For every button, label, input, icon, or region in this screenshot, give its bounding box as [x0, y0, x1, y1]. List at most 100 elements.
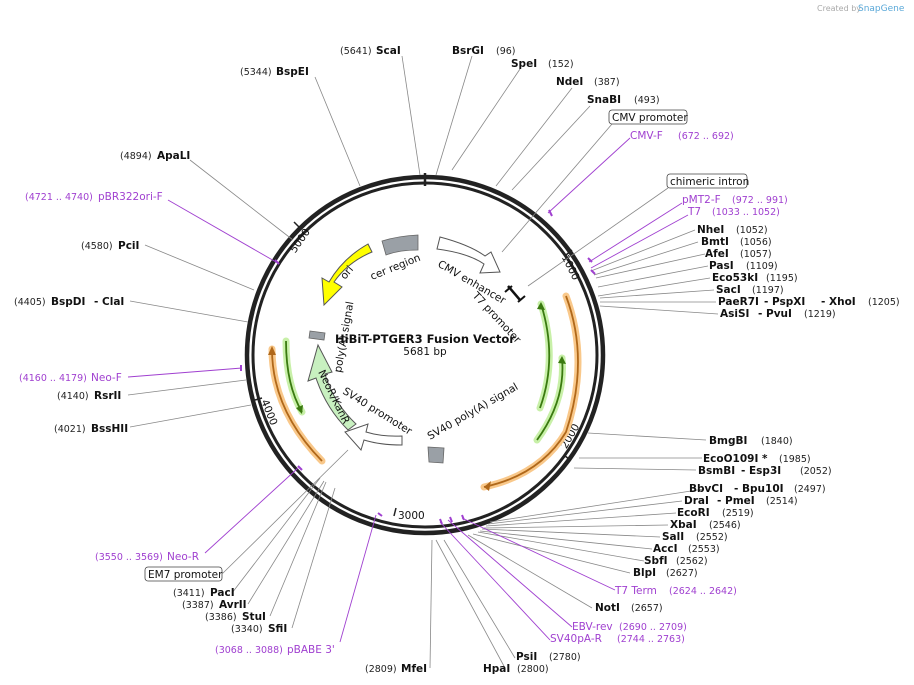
orf-left-line — [271, 348, 323, 462]
site-hpai-pos: (2800) — [517, 664, 549, 675]
credit-created-by: Created by — [817, 4, 861, 13]
site-ecori: EcoRI — [677, 507, 710, 519]
primer-pbr322ori-f: pBR322ori-F — [98, 191, 163, 203]
site-pmei: - PmeI — [717, 495, 755, 507]
primer-labels: CMV-F (672 .. 692) pMT2-F (972 .. 991) T… — [19, 130, 788, 656]
site-bsrgi: BsrGI — [452, 45, 484, 57]
primer-markers — [240, 209, 596, 525]
site-snabi: SnaBI — [587, 94, 621, 106]
orf-green-2-line — [536, 357, 564, 441]
site-bsmbi: BsmBI — [698, 465, 735, 477]
site-ndei-pos: (387) — [594, 77, 620, 88]
site-psii: PsiI — [516, 651, 537, 663]
plasmid-length: 5681 bp — [403, 346, 447, 358]
site-afei-pos: (1057) — [740, 249, 772, 260]
site-lines — [127, 55, 719, 669]
site-bspdi-pos: (4405) — [14, 297, 46, 308]
site-xhoi: - XhoI — [821, 296, 856, 308]
primer-cmv-f-range: (672 .. 692) — [678, 131, 734, 142]
polya-left-block — [308, 330, 326, 341]
site-xbai-pos: (2546) — [709, 520, 741, 531]
site-pmei-pos: (2514) — [766, 496, 798, 507]
site-afei: AfeI — [705, 248, 729, 260]
site-sali: SalI — [662, 531, 684, 543]
site-acci: AccI — [653, 543, 677, 555]
site-spei-pos: (152) — [548, 59, 574, 70]
primer-ebv-rev: EBV-rev — [572, 621, 613, 633]
site-spei: SpeI — [511, 58, 537, 70]
site-noti-pos: (2657) — [631, 603, 663, 614]
site-bsrgi-pos: (96) — [496, 46, 516, 57]
primer-pbabe3: pBABE 3' — [287, 644, 335, 656]
site-xbai: XbaI — [670, 519, 697, 531]
primer-neo-f-range: (4160 .. 4179) — [19, 373, 87, 384]
site-acci-pos: (2553) — [688, 544, 720, 555]
site-clai: - ClaI — [94, 296, 124, 308]
primer-neo-r: Neo-R — [167, 551, 199, 563]
primer-sv40pa-r-range: (2744 .. 2763) — [617, 634, 685, 645]
site-blpi: BlpI — [633, 567, 656, 579]
site-saci-pos: (1197) — [752, 285, 784, 296]
feature-arrows — [268, 234, 582, 491]
site-saci: SacI — [716, 284, 741, 296]
site-sfii-pos: (3340) — [231, 624, 263, 635]
site-pcii: PciI — [118, 240, 139, 252]
site-bsshii-pos: (4021) — [54, 424, 86, 435]
site-bpu10i: - Bpu10I — [734, 483, 784, 495]
site-ndei: NdeI — [556, 76, 583, 88]
site-sfii: SfiI — [268, 623, 287, 635]
site-mfei-pos: (2809) — [365, 664, 397, 675]
site-rsrii: RsrII — [94, 390, 121, 402]
site-paci: PacI — [210, 587, 235, 599]
neor-arrow — [307, 343, 357, 431]
site-pspxi: - PspXI — [764, 296, 805, 308]
primer-t7-term-range: (2624 .. 2642) — [669, 586, 737, 597]
site-nhei: NheI — [697, 224, 724, 236]
primer-neo-f: Neo-F — [91, 372, 122, 384]
site-pvui: - PvuI — [758, 308, 792, 320]
boxed-em7-promoter: EM7 promoter — [148, 569, 223, 581]
label-sv40-polya-right: SV40 poly(A) signal — [426, 381, 521, 443]
site-sbfi-pos: (2562) — [676, 556, 708, 567]
primer-sv40pa-r: SV40pA-R — [550, 633, 602, 645]
boxed-labels: CMV promoter chimeric intron EM7 promote… — [144, 109, 749, 582]
site-esp3i: - Esp3I — [741, 465, 781, 477]
site-bbvci: BbvCI — [689, 483, 723, 495]
orf-green-1-line — [539, 303, 551, 409]
site-bmgbi: BmgBI — [709, 435, 747, 447]
orf-right-line — [483, 295, 579, 488]
sv40-promoter-arrow — [344, 423, 403, 452]
primer-lines — [127, 137, 689, 643]
site-stui-pos: (3386) — [205, 612, 237, 623]
primer-pbr322ori-f-range: (4721 .. 4740) — [25, 192, 93, 203]
site-esp3i-pos: (2052) — [800, 466, 832, 477]
site-mfei: MfeI — [401, 663, 427, 675]
site-bspei: BspEI — [276, 66, 309, 78]
site-stui: StuI — [242, 611, 266, 623]
site-pvui-pos: (1219) — [804, 309, 836, 320]
primer-pmt2-f: pMT2-F — [682, 194, 721, 206]
ori-arrow — [321, 243, 373, 307]
plasmid-name: HiBiT-PTGER3 Fusion Vector — [335, 332, 515, 346]
sv40-polya-block — [427, 446, 445, 464]
site-nhei-pos: (1052) — [736, 225, 768, 236]
site-bsshii: BssHII — [91, 423, 128, 435]
site-scai-pos: (5641) — [340, 46, 372, 57]
primer-neo-r-range: (3550 .. 3569) — [95, 552, 163, 563]
site-hpai: HpaI — [483, 663, 510, 675]
site-bmgbi-pos: (1840) — [761, 436, 793, 447]
site-pcii-pos: (4580) — [81, 241, 113, 252]
boxed-chimeric-intron: chimeric intron — [670, 176, 749, 188]
site-snabi-pos: (493) — [634, 95, 660, 106]
cer-region-block — [381, 234, 419, 256]
site-eco53ki-pos: (1195) — [766, 273, 798, 284]
site-sali-pos: (2552) — [696, 532, 728, 543]
site-sbfi: SbfI — [644, 555, 668, 567]
site-rsrii-pos: (4140) — [57, 391, 89, 402]
tick-5000: 5000 — [288, 227, 313, 256]
credit-brand: SnapGene — [858, 4, 905, 14]
site-avrii-pos: (3387) — [182, 600, 214, 611]
site-paer7i: PaeR7I — [718, 296, 759, 308]
site-avrii: AvrII — [219, 599, 247, 611]
